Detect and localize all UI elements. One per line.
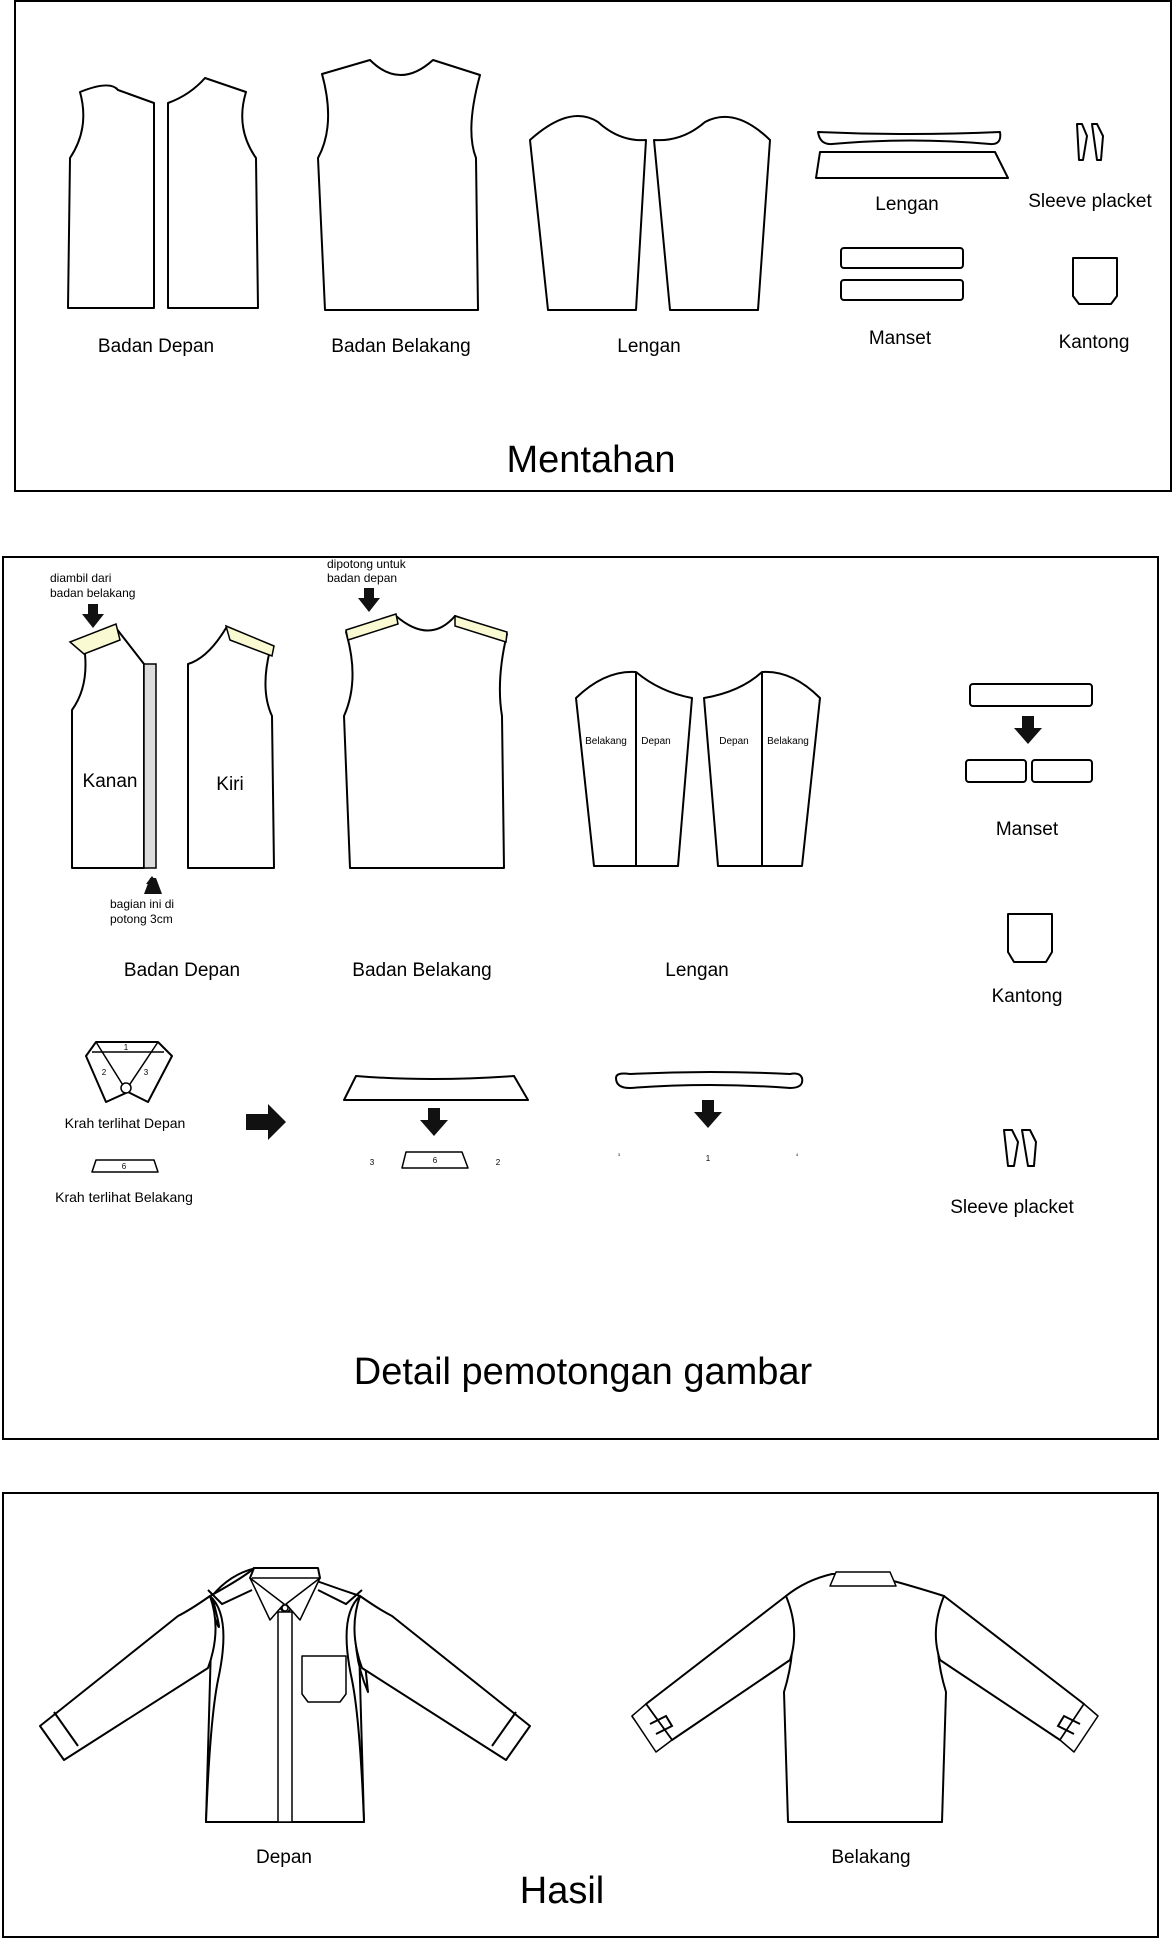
- sleeve-label-depan-left: Depan: [641, 736, 670, 747]
- arrow-up-bagian: [144, 876, 162, 894]
- annotation-diambil-2: badan belakang: [50, 586, 135, 600]
- label-lengan: Lengan: [617, 336, 680, 357]
- collar-back-view: [91, 1159, 159, 1173]
- collar-band-detail-piece: [615, 1071, 804, 1089]
- detail-pieces: [68, 613, 1093, 1173]
- front-body-left-piece: [67, 84, 155, 309]
- back-body-detail-piece: [343, 615, 508, 869]
- collar-front-view: [85, 1041, 173, 1103]
- collar-right-number-1: 1: [706, 1154, 711, 1163]
- arrow-down-collar-middle: [420, 1108, 448, 1136]
- sleeve-right-piece: [653, 115, 771, 311]
- collar-mid-number-2: 2: [496, 1158, 501, 1167]
- label-lengan-small: Lengan: [875, 194, 938, 215]
- sleeve-label-depan-right: Depan: [719, 736, 748, 747]
- cuff-detail-full: [969, 683, 1093, 707]
- detail-panel: [2, 556, 1159, 1440]
- label-detail-badan-depan: Badan Depan: [124, 960, 240, 981]
- collar-piece: [815, 151, 1009, 179]
- hasil-labels: Depan Belakang Hasil: [256, 1847, 911, 1912]
- arrow-down-manset: [1014, 716, 1042, 744]
- collar-right-number-4: 4: [796, 1152, 799, 1157]
- front-right-piece: [71, 627, 145, 869]
- cuff-detail-half-1: [965, 759, 1027, 783]
- sleeve-placket-piece-2: [1091, 123, 1104, 161]
- label-sleeve-placket: Sleeve placket: [1028, 191, 1152, 212]
- label-depan: Depan: [256, 1847, 312, 1868]
- collar-band-piece: [817, 131, 1002, 146]
- label-belakang: Belakang: [831, 1847, 910, 1868]
- annotation-dipotong-1: dipotong untuk: [327, 557, 407, 571]
- sleeve-placket-piece-1: [1076, 123, 1088, 161]
- sleeve-placket-detail-2: [1021, 1129, 1037, 1167]
- label-kiri: Kiri: [216, 774, 243, 795]
- label-detail-lengan: Lengan: [665, 960, 728, 981]
- sleeve-label-belakang-left: Belakang: [585, 736, 627, 747]
- mentahan-pieces: [67, 59, 1118, 311]
- arrow-down-dipotong: [358, 588, 380, 612]
- mentahan-title: Mentahan: [506, 439, 675, 481]
- cuff-piece-1: [840, 247, 964, 269]
- front-right-shoulder-strip: [68, 622, 121, 655]
- collar-mid-number-3: 3: [370, 1158, 375, 1167]
- detail-arrows: [82, 588, 1042, 1140]
- sleeve-placket-detail-1: [1003, 1129, 1019, 1167]
- label-detail-sleeve-placket: Sleeve placket: [950, 1197, 1074, 1218]
- mentahan-panel: [14, 0, 1172, 492]
- back-shoulder-strip-left: [345, 613, 399, 641]
- shirt-back: [631, 1571, 1099, 1823]
- detail-title: Detail pemotongan gambar: [354, 1351, 813, 1393]
- arrow-down-diambil: [82, 604, 104, 628]
- hasil-panel: [2, 1492, 1159, 1938]
- label-badan-depan: Badan Depan: [98, 336, 214, 357]
- shirt-front: [39, 1567, 531, 1823]
- arrow-down-collar-band: [694, 1100, 722, 1128]
- label-detail-badan-belakang: Badan Belakang: [352, 960, 491, 981]
- annotation-diambil-1: diambil dari: [50, 571, 111, 585]
- back-body-piece: [317, 59, 481, 311]
- label-kanan: Kanan: [83, 771, 138, 792]
- collar-number-6: 6: [122, 1162, 127, 1171]
- collar-right-number-3: 3: [618, 1152, 621, 1157]
- front-left-piece: [187, 627, 275, 869]
- collar-number-3: 3: [144, 1068, 149, 1077]
- collar-middle-stand: [401, 1151, 469, 1169]
- pocket-piece: [1072, 257, 1118, 305]
- collar-middle-piece: [343, 1075, 529, 1101]
- arrow-right-collar: [246, 1104, 286, 1140]
- cuff-detail-half-2: [1031, 759, 1093, 783]
- sleeve-label-belakang-right: Belakang: [767, 736, 809, 747]
- label-detail-manset: Manset: [996, 819, 1059, 840]
- collar-number-1: 1: [124, 1043, 129, 1052]
- label-krah-depan: Krah terlihat Depan: [65, 1115, 186, 1131]
- label-manset: Manset: [869, 328, 932, 349]
- label-kantong: Kantong: [1059, 332, 1130, 353]
- label-badan-belakang: Badan Belakang: [331, 336, 470, 357]
- collar-mid-number-6: 6: [433, 1156, 438, 1165]
- front-left-shoulder-strip: [224, 624, 275, 658]
- cuff-piece-2: [840, 279, 964, 301]
- hasil-title: Hasil: [520, 1870, 604, 1912]
- annotation-bagian-1: bagian ini di: [110, 897, 174, 911]
- pocket-detail-piece: [1007, 913, 1053, 963]
- label-krah-belakang: Krah terlihat Belakang: [55, 1189, 193, 1205]
- annotation-bagian-2: potong 3cm: [110, 912, 173, 926]
- sleeve-left-piece: [529, 115, 647, 311]
- back-shoulder-strip-right: [454, 614, 508, 643]
- annotation-dipotong-2: badan depan: [327, 571, 397, 585]
- collar-number-2: 2: [102, 1068, 107, 1077]
- front-body-right-piece: [167, 77, 259, 309]
- mentahan-labels: Badan Depan Badan Belakang Lengan Lengan…: [98, 191, 1153, 481]
- front-right-cut-strip: [143, 663, 157, 869]
- label-detail-kantong: Kantong: [992, 986, 1063, 1007]
- detail-labels: diambil dari badan belakang dipotong unt…: [50, 557, 1075, 1393]
- sleeve-detail-left-piece: [575, 670, 693, 867]
